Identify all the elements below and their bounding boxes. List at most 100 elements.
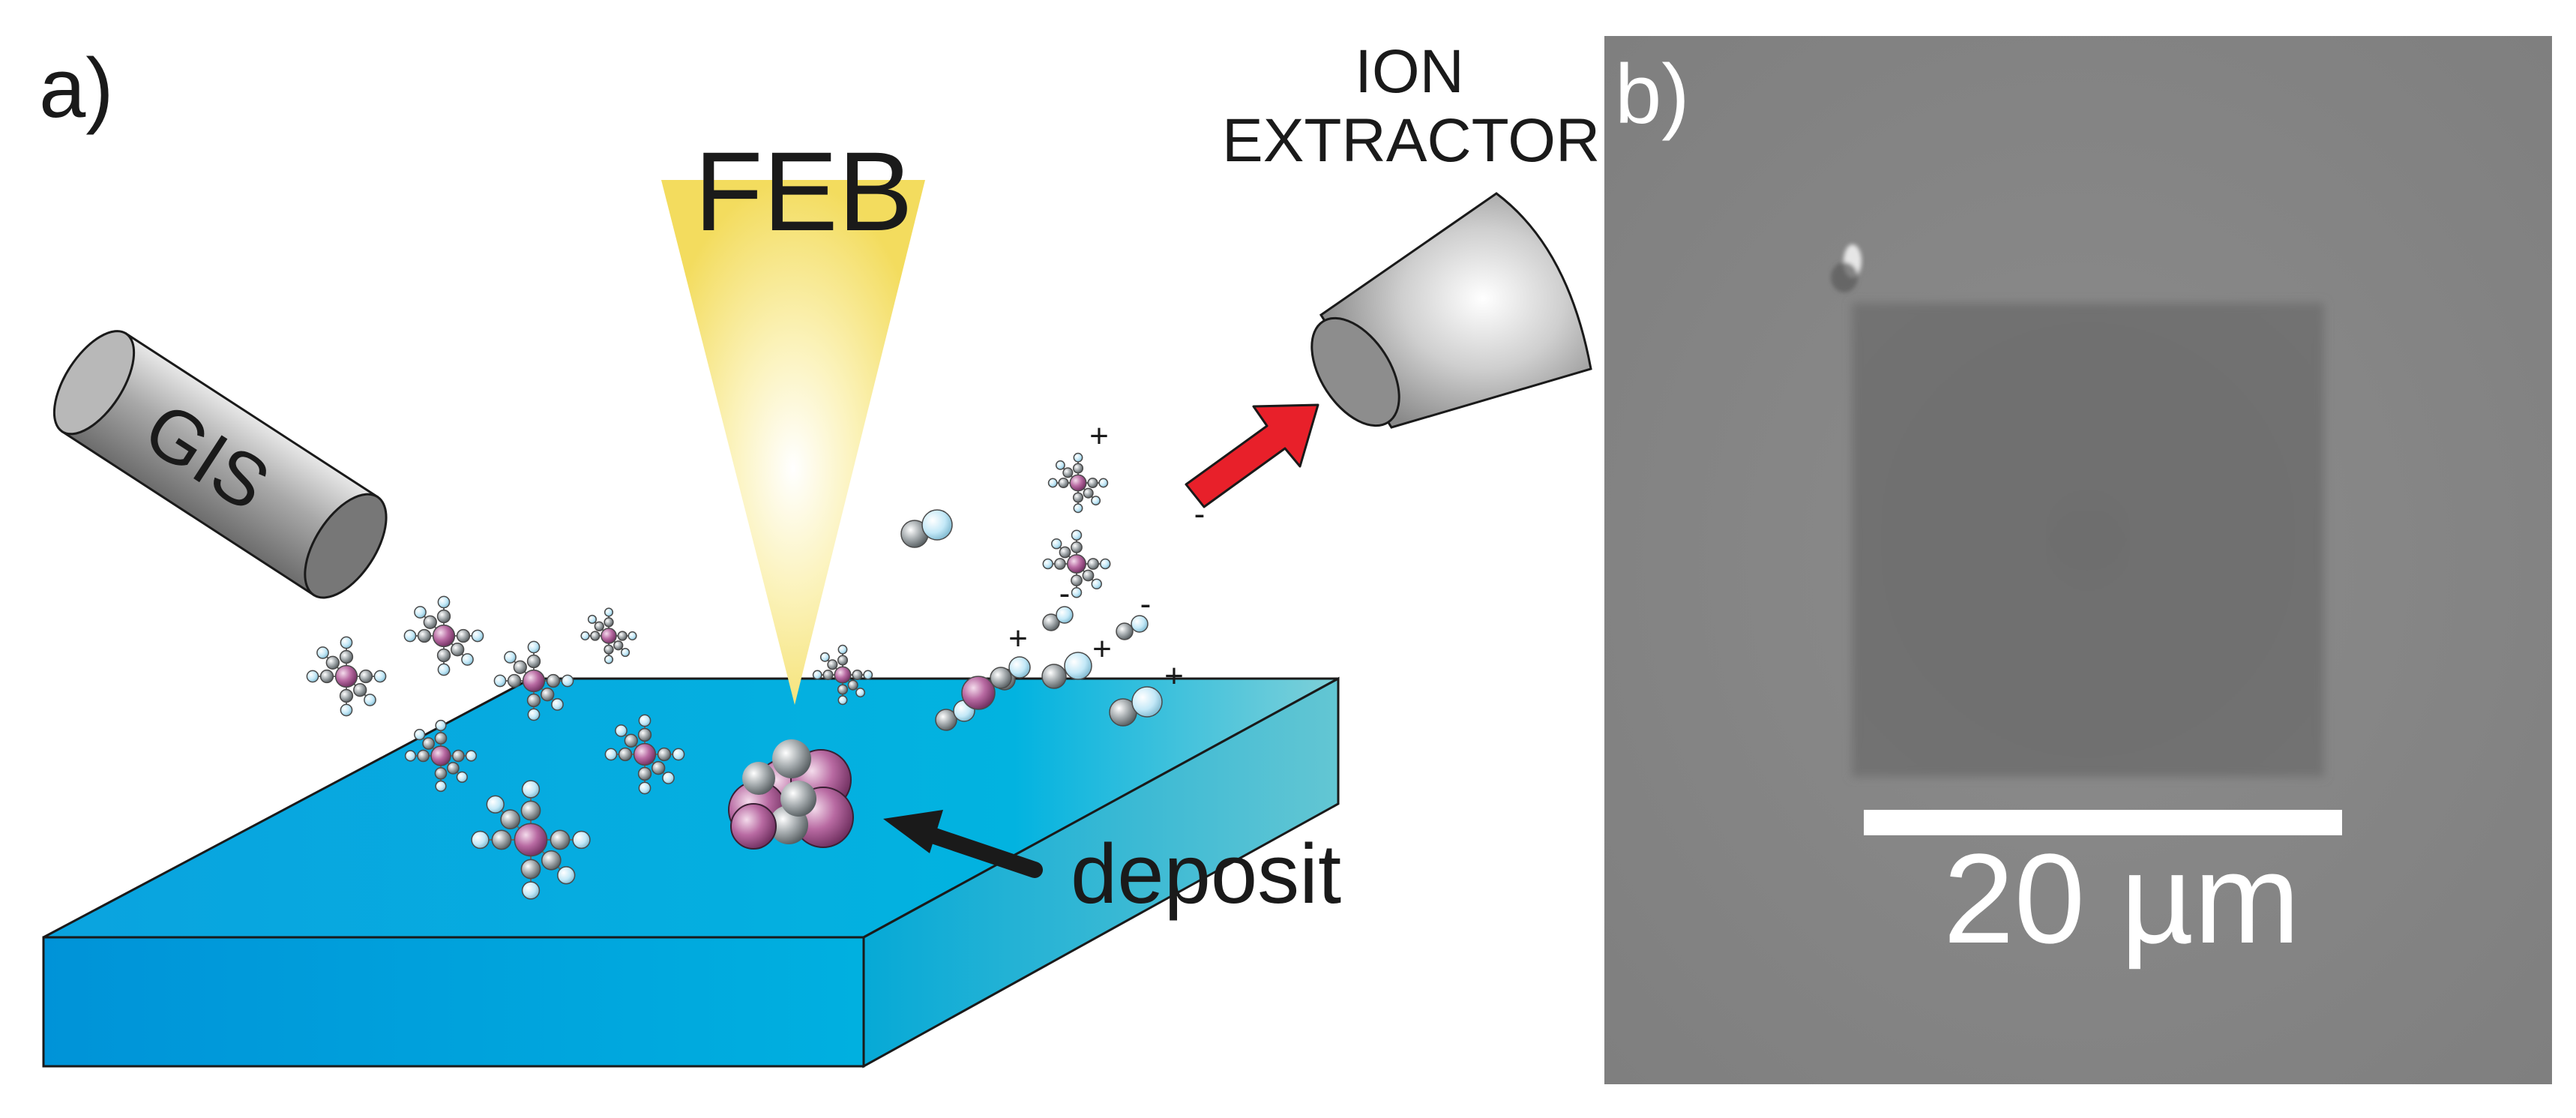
carbon-atom (353, 683, 367, 697)
carbon-atom (1054, 558, 1066, 570)
ligand-atom (572, 830, 591, 850)
carbon-atom (1071, 574, 1083, 586)
carbon-atom (827, 659, 838, 670)
carbon-atom (451, 643, 465, 657)
ligand-atom (493, 674, 507, 688)
particle-artifact (1831, 244, 1862, 292)
ligand-atom (1073, 503, 1083, 514)
ligand-atom (812, 670, 822, 680)
ligand-atom (638, 781, 651, 795)
precursor-molecules (306, 452, 1111, 900)
carbon-atom (822, 669, 834, 681)
carbon-atom (1041, 664, 1067, 689)
precursor-molecule (580, 607, 637, 664)
carbon-atom (436, 609, 451, 624)
precursor-molecule (306, 636, 387, 717)
ionized-fragments: +--+++- (900, 418, 1206, 731)
charge-plus: + (1089, 418, 1109, 454)
carbon-atom (358, 669, 373, 684)
carbon-atom (339, 649, 354, 664)
ligand-atom (620, 647, 631, 658)
ion-extractor-label-line2: EXTRACTOR (1222, 106, 1601, 175)
precursor-molecule (1042, 529, 1111, 598)
carbon-atom (1062, 467, 1074, 478)
ligand-atom (404, 750, 417, 762)
ligand-atom (1131, 686, 1163, 718)
carbon-atom (1058, 477, 1069, 489)
scale-bar (1864, 810, 2342, 835)
carbon-atom (1087, 477, 1098, 489)
charge-plus: + (1092, 631, 1112, 667)
ligand-atom (615, 724, 628, 737)
ligand-atom (819, 652, 830, 662)
ligand-atom (1073, 452, 1083, 463)
carbon-atom (500, 809, 521, 830)
molecular-fragment (1042, 606, 1074, 631)
carbon-atom (852, 669, 863, 681)
ligand-atom (471, 830, 490, 850)
ligand-atom (465, 750, 478, 762)
molecular-fragment (1041, 652, 1092, 689)
ligand-atom (628, 631, 637, 641)
ligand-atom (437, 663, 451, 676)
ligand-atom (1051, 538, 1062, 550)
carbon-atom (319, 669, 334, 684)
carbon-atom (526, 654, 541, 669)
carbon-atom (1083, 487, 1094, 499)
ligand-atom (557, 866, 576, 885)
ligand-atom (435, 719, 447, 732)
ligand-atom (587, 614, 598, 625)
ligand-atom (340, 703, 353, 717)
ligand-atom (604, 748, 618, 761)
carbon-atom (1072, 492, 1084, 503)
carbon-atom (339, 688, 354, 703)
ligand-atom (486, 795, 505, 814)
carbon-atom (434, 732, 448, 745)
carbon-atom (604, 644, 614, 655)
carbon-atom (1059, 546, 1071, 559)
carbon-atom (624, 733, 638, 748)
precursor-molecule (403, 595, 484, 676)
metal-atom (514, 823, 548, 857)
charge-minus: - (1194, 496, 1206, 532)
metal-atom (1069, 474, 1087, 492)
carbon-atom (507, 673, 522, 688)
ligand-atom (1071, 529, 1083, 541)
ligand-atom (414, 606, 427, 619)
carbon-atom (594, 621, 604, 631)
carbon-atom (637, 766, 652, 781)
ligand-atom (921, 509, 953, 541)
carbon-atom (434, 767, 448, 780)
ligand-atom (561, 674, 574, 688)
ligand-atom (435, 780, 447, 793)
carbon-atom (423, 615, 437, 629)
metal-atom (633, 742, 657, 766)
carbon-atom (491, 829, 512, 850)
ligand-atom (403, 629, 417, 643)
ligand-atom (316, 646, 329, 659)
molecular-fragment (1109, 686, 1163, 727)
panel-b-sem-image: b) 20 µm (1604, 36, 2552, 1084)
ligand-atom (1064, 652, 1092, 680)
ligand-atom (1056, 606, 1074, 624)
panel-label-a: a) (39, 41, 114, 135)
carbon-atom (935, 709, 957, 731)
precursor-molecule (812, 644, 873, 706)
carbon-atom (837, 684, 849, 695)
ligand-atom (521, 881, 541, 900)
metal-atom (334, 664, 358, 688)
carbon-atom (447, 762, 460, 775)
carbon-atom (452, 749, 465, 763)
carbon-atom (590, 631, 601, 641)
carbon-atom (1072, 463, 1084, 474)
ligand-atom (373, 670, 387, 683)
deposited-square (1852, 303, 2324, 777)
ligand-atom (1131, 615, 1149, 633)
metal-atom (601, 628, 617, 644)
feb-label: FEB (694, 128, 913, 254)
carbon-atom (613, 640, 624, 651)
ligand-atom (306, 670, 319, 683)
ligand-atom (863, 670, 873, 680)
carbon-atom (1082, 569, 1095, 582)
ion-extractor-label-line1: ION (1355, 37, 1464, 106)
